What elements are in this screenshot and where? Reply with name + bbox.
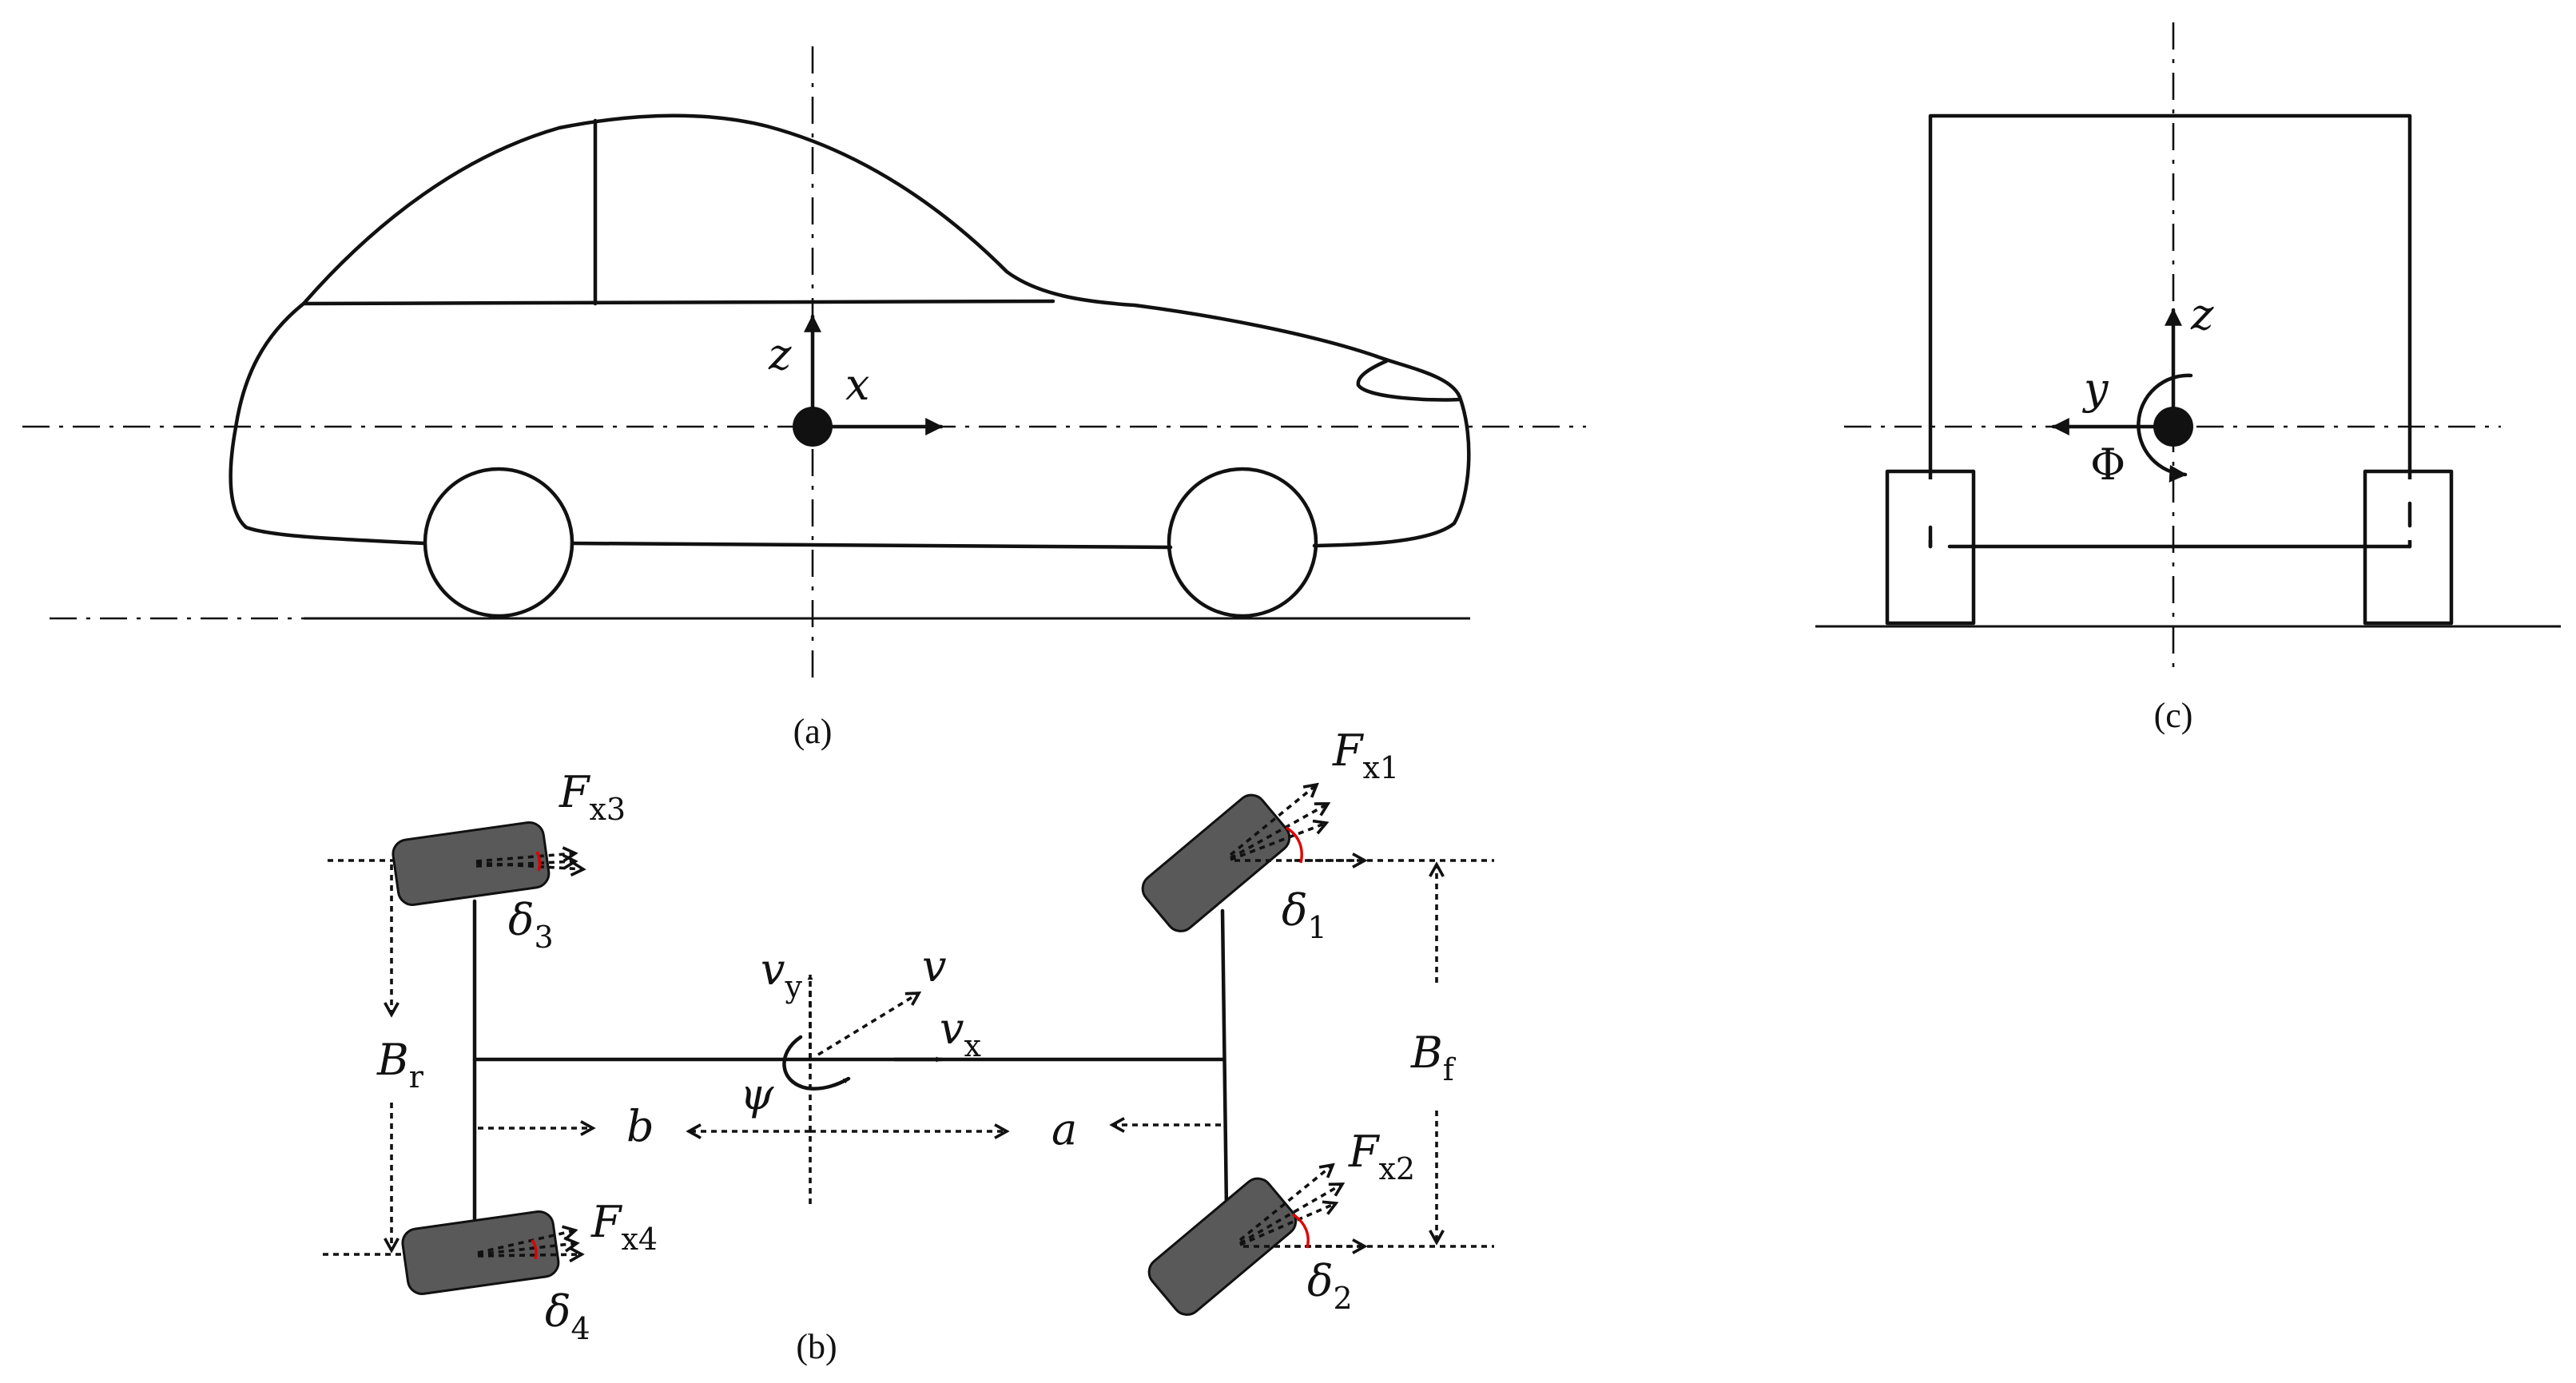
bf-label: Bf: [1410, 1027, 1457, 1087]
fx1-arrow-a: [1229, 785, 1317, 856]
rear-wheel: [423, 467, 574, 618]
v-label: v: [922, 941, 947, 992]
vx-label: vx: [940, 1003, 981, 1063]
fx2-arrow-c: [1239, 1203, 1336, 1246]
c-center-of-gravity: [2153, 407, 2193, 447]
headlight-shape: [1356, 359, 1461, 402]
c-y-label: y: [2082, 364, 2109, 414]
fx4-arrow-c: [477, 1254, 582, 1256]
car-sill-line: [570, 541, 1173, 550]
delta1-label: δ1: [1282, 885, 1327, 945]
br-label: Br: [376, 1035, 424, 1095]
c-z-label: z: [2190, 289, 2214, 340]
delta4-label: δ4: [545, 1286, 590, 1346]
fx1-arrow-b: [1230, 804, 1328, 860]
yaw-label: ψ: [740, 1069, 774, 1119]
delta3-arc: [535, 851, 541, 872]
fx3-label: Fx3: [559, 767, 626, 827]
fx4-arrow-a: [477, 1230, 575, 1254]
caption-b: (b): [796, 1327, 837, 1366]
delta4-arc: [531, 1239, 538, 1260]
yaw-arc-arrow: [782, 1035, 851, 1091]
tire-3: [392, 821, 551, 906]
a-z-label: z: [768, 329, 792, 380]
delta2-arc: [1292, 1213, 1310, 1249]
fx2-arrow-b: [1239, 1184, 1342, 1245]
fx1-label: Fx1: [1332, 725, 1399, 785]
wheel-2-front-right: [1147, 1165, 1365, 1316]
panel-a-side-view: z x (a): [22, 46, 1586, 751]
fx1-arrow-c: [1230, 823, 1326, 861]
delta3-label: δ3: [508, 895, 554, 955]
fx2-label: Fx2: [1348, 1127, 1415, 1186]
panel-c-front-view: z y Φ (c): [1815, 22, 2561, 735]
c-right-wheel: [2363, 469, 2454, 626]
b-distance-label: b: [626, 1101, 654, 1151]
wheel-3-rear-left: [392, 821, 583, 906]
a-x-label: x: [845, 360, 869, 410]
vy-label: vy: [761, 944, 803, 1004]
c-left-wheel: [1885, 469, 1976, 626]
window-belt-line: [301, 299, 1055, 306]
caption-c: (c): [2154, 696, 2193, 735]
a-distance-label: a: [1051, 1104, 1077, 1154]
c-roll-arc: [2137, 373, 2193, 483]
delta1-arc: [1286, 826, 1303, 864]
tire-1: [1141, 793, 1291, 932]
front-wheel: [1167, 467, 1318, 618]
c-roll-label: Φ: [2090, 439, 2125, 490]
wheel-4-rear-right: [401, 1210, 582, 1295]
c-body-box: [1928, 113, 2412, 549]
caption-a: (a): [793, 712, 833, 751]
wheel-1-front-left: [1141, 785, 1365, 932]
fx4-label: Fx4: [590, 1197, 658, 1257]
panel-b-top-view: Fx3 Fx4 Fx1 Fx2 δ3 δ4 δ1 δ2 Br Bf vy v v…: [323, 725, 1494, 1366]
fx3-arrow-c: [475, 863, 583, 869]
a-center-of-gravity: [793, 407, 833, 447]
v-arrow: [817, 993, 919, 1056]
tire-2: [1147, 1177, 1298, 1316]
delta2-label: δ2: [1307, 1256, 1353, 1316]
